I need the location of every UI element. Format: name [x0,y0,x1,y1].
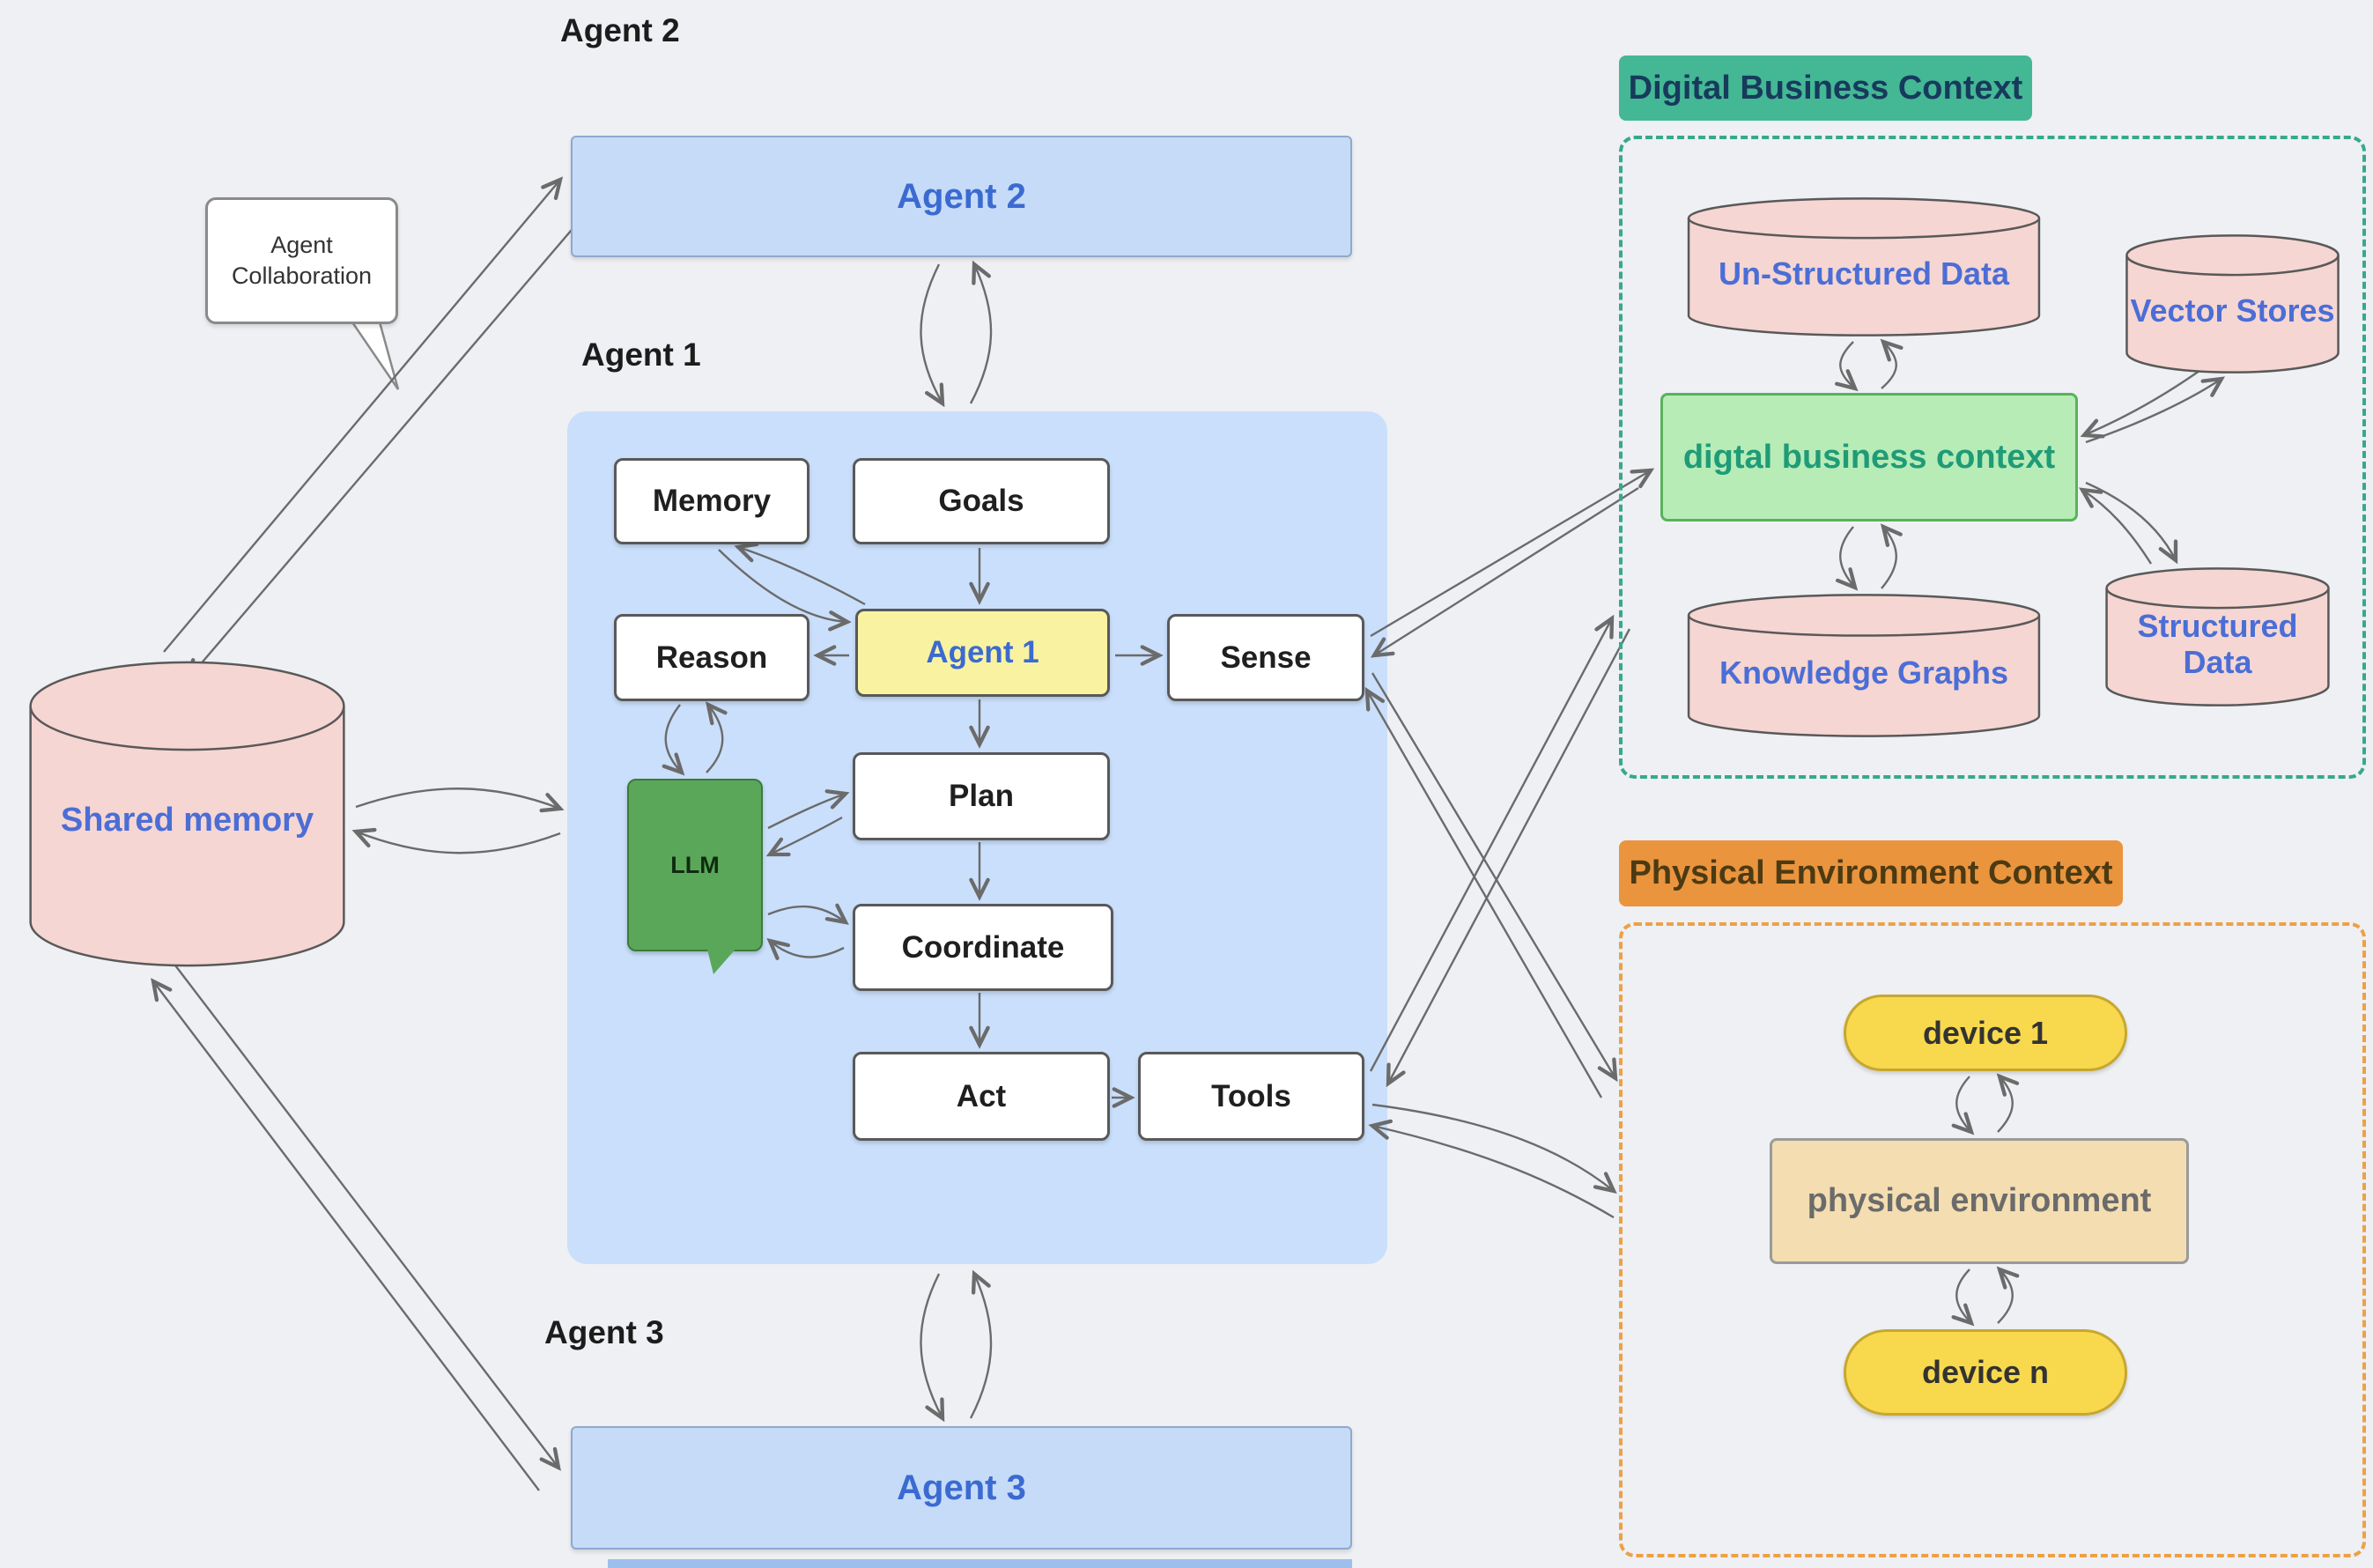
memory-node: Memory [614,458,809,544]
edge-physical-environment-to-tools [1372,1126,1615,1219]
shared-memory-cylinder: Shared memory [27,660,347,968]
edge-digital-business-to-sense [1374,486,1639,655]
unstructured-data-label: Un-Structured Data [1718,255,2010,292]
edge-shared-memory-to-agent3 [172,961,558,1468]
edge-agent3-to-shared-memory [153,981,540,1491]
edge-agent2-to-agent1-container [920,263,943,403]
physical-environment-node: physical environment [1770,1138,2189,1264]
device-n-node: device n [1844,1329,2127,1416]
edge-digital-business-to-tools [1388,628,1631,1084]
reason-node: Reason [614,614,809,701]
coordinate-node: Coordinate [853,904,1113,991]
digital-business-context-container [1619,136,2366,779]
agent2-section-label: Agent 2 [560,12,680,48]
collaboration-bubble-tail [346,315,400,390]
shared-memory-label: Shared memory [60,802,314,839]
knowledge-graphs-label: Knowledge Graphs [1719,654,2009,691]
physical-environment-context-container [1619,922,2366,1557]
agent-collaboration-bubble: Agent Collaboration [205,197,398,324]
edge-shared-memory-to-agent1-container [355,788,560,809]
edge-sense-to-physical-environment [1371,672,1615,1078]
edge-agent1-container-to-shared-memory [356,832,561,854]
edge-tools-to-physical-environment [1371,1103,1614,1191]
edge-agent1-container-to-agent3 [920,1273,943,1418]
llm-node: LLM [627,779,763,974]
structured-data-label: Structured Data [2137,607,2298,680]
agent1-node: Agent 1 [855,609,1110,697]
edge-agent3-to-agent1-container [969,1274,993,1419]
vector-stores-cylinder: Vector Stores [2125,234,2340,374]
digital-business-context-badge: Digital Business Context [1619,55,2032,121]
sense-node: Sense [1167,614,1364,701]
plan-node: Plan [853,752,1110,840]
knowledge-graphs-cylinder: Knowledge Graphs [1685,594,2043,737]
structured-data-cylinder: Structured Data [2104,567,2331,706]
edge-tools-to-digital-business [1369,618,1612,1072]
agent3-section-label: Agent 3 [544,1314,664,1350]
goals-node: Goals [853,458,1110,544]
unstructured-data-cylinder: Un-Structured Data [1685,197,2043,337]
act-node: Act [853,1052,1110,1141]
bottom-edge-artifact [608,1559,1352,1568]
tools-node: Tools [1138,1052,1364,1141]
edge-agent1-container-to-agent2 [969,264,993,404]
digital-business-context-node: digtal business context [1660,393,2078,521]
edge-sense-to-digital-business [1370,470,1651,638]
vector-stores-label: Vector Stores [2130,292,2335,329]
agent2-node: Agent 2 [571,136,1352,257]
device1-node: device 1 [1844,995,2127,1071]
agent3-node: Agent 3 [571,1426,1352,1550]
edge-physical-environment-to-sense [1367,691,1603,1098]
agent-collaboration-label: Agent Collaboration [231,231,373,289]
physical-environment-context-badge: Physical Environment Context [1619,840,2123,906]
agent1-section-label: Agent 1 [581,337,701,373]
